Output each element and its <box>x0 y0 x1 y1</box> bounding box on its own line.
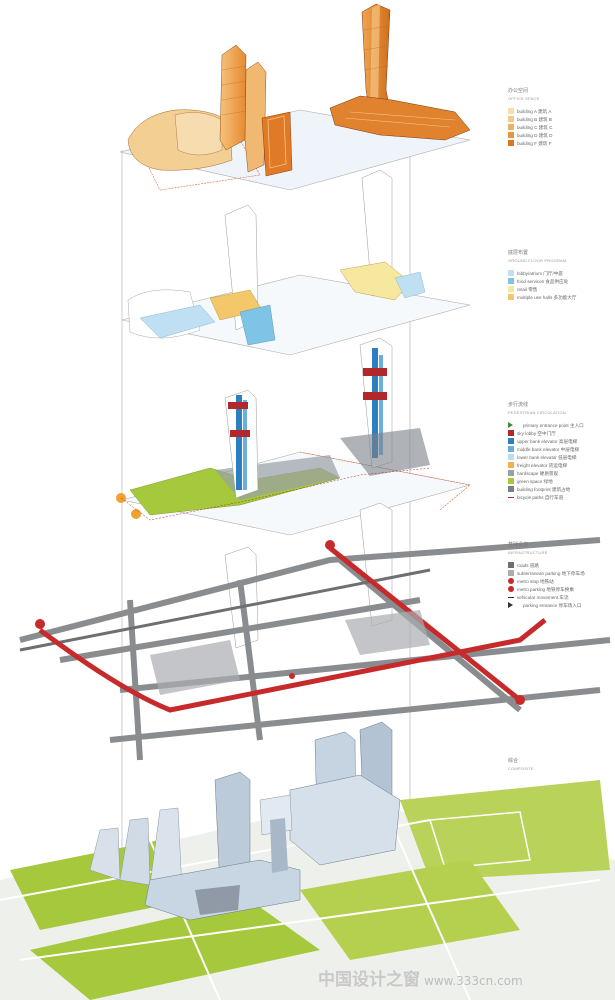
square-swatch-icon <box>508 562 514 568</box>
square-swatch-icon <box>508 124 514 130</box>
square-swatch-icon <box>508 470 514 476</box>
legend-subtitle: OFFICE SPACE <box>508 96 540 101</box>
legend-item-label: building F 建筑 F <box>517 140 552 146</box>
circle-swatch-icon <box>508 586 514 592</box>
square-swatch-icon <box>508 108 514 114</box>
legend-item-label: building C 建筑 C <box>517 124 553 130</box>
legend-office-space: 办公空间 OFFICE SPACE building A 建筑 A buildin… <box>508 88 612 147</box>
legend-item: hardscape 硬质景观 <box>508 469 612 477</box>
legend-pedestrian: 步行流线 PEDESTRIAN CIRCULATION primary entr… <box>508 402 612 501</box>
legend-item-label: hardscape 硬质景观 <box>517 470 559 476</box>
legend-item: building D 建筑 D <box>508 131 612 139</box>
legend-item: building C 建筑 C <box>508 123 612 131</box>
legend-item: retail 零售 <box>508 285 612 293</box>
legend-item-label: primary entrance point 主入口 <box>523 422 584 428</box>
legend-item: bicycle paths 自行车道 <box>508 493 612 501</box>
layer-composite <box>0 721 615 1000</box>
square-swatch-icon <box>508 278 514 284</box>
square-swatch-icon <box>508 438 514 444</box>
square-swatch-icon <box>508 430 514 436</box>
square-swatch-icon <box>508 462 514 468</box>
legend-item-label: building A 建筑 A <box>517 108 552 114</box>
legend-item-label: roads 道路 <box>517 562 539 568</box>
square-swatch-icon <box>508 446 514 452</box>
legend-item: subterranean parking 地下停车场 <box>508 569 612 577</box>
legend-subtitle: PEDESTRIAN CIRCULATION <box>508 410 566 415</box>
legend-infrastructure: 基础设施 INFRASTRUCTURE roads 道路 subterranean… <box>508 542 612 609</box>
legend-item-label: lower bank elevator 低层电梯 <box>517 454 577 460</box>
circle-swatch-icon <box>508 578 514 584</box>
legend-item: food services 食品供应处 <box>508 277 612 285</box>
square-swatch-icon <box>508 132 514 138</box>
legend-item: building B 建筑 B <box>508 115 612 123</box>
square-swatch-icon <box>508 270 514 276</box>
legend-item: upper bank elevator 高层电梯 <box>508 437 612 445</box>
legend-item-label: vehicular movement 车流 <box>517 594 569 600</box>
triangle-swatch-icon <box>508 602 519 608</box>
legend-item-label: multiple use halls 多功能大厅 <box>517 294 577 300</box>
arrow-swatch-icon <box>508 596 514 598</box>
square-swatch-icon <box>508 140 514 146</box>
legend-item-label: retail 零售 <box>517 286 538 292</box>
square-swatch-icon <box>508 478 514 484</box>
legend-item: building F 建筑 F <box>508 139 612 147</box>
layer-pedestrian <box>116 337 471 536</box>
legend-item-label: green space 绿地 <box>517 478 553 484</box>
legend-item-label: metro parking 地铁停车换乘 <box>517 586 574 592</box>
legend-item-label: subterranean parking 地下停车场 <box>517 570 585 576</box>
legend-ground-floor: 底层布置 GROUND FLOOR PROGRAM lobby/atrium 门… <box>508 250 612 301</box>
legend-subtitle: GROUND FLOOR PROGRAM <box>508 258 567 263</box>
legend-item: metro stop 地铁站 <box>508 577 612 585</box>
legend-item: middle bank elevator 中层电梯 <box>508 445 612 453</box>
legend-item: primary entrance point 主入口 <box>508 421 612 429</box>
square-swatch-icon <box>508 294 514 300</box>
layer-infrastructure <box>19 502 611 761</box>
legend-item: lower bank elevator 低层电梯 <box>508 453 612 461</box>
legend-subtitle: INFRASTRUCTURE <box>508 550 548 555</box>
legend-item: roads 道路 <box>508 561 612 569</box>
legend-item: vehicular movement 车流 <box>508 593 612 601</box>
legend-item: parking entrance 停车场入口 <box>508 601 612 609</box>
legend-item: freight elevator 货运电梯 <box>508 461 612 469</box>
legend-item-label: building D 建筑 D <box>517 132 553 138</box>
triangle-swatch-icon <box>508 422 519 428</box>
square-swatch-icon <box>508 486 514 492</box>
legend-item: building A 建筑 A <box>508 107 612 115</box>
watermark-url: www.333cn.com <box>424 974 523 988</box>
square-swatch-icon <box>508 570 514 576</box>
legend-item-label: sky lobby 空中门厅 <box>517 430 556 436</box>
legend-title: 办公空间 <box>508 88 529 94</box>
legend-item-label: parking entrance 停车场入口 <box>523 602 582 608</box>
legend-item-label: lobby/atrium 门厅/中庭 <box>517 270 563 276</box>
legend-item-label: bicycle paths 自行车道 <box>517 494 564 500</box>
legend-item-label: metro stop 地铁站 <box>517 578 554 584</box>
legend-item-label: food services 食品供应处 <box>517 278 569 284</box>
legend-item: multiple use halls 多功能大厅 <box>508 293 612 301</box>
legend-title: 底层布置 <box>508 250 529 256</box>
layer-office-space <box>119 3 471 191</box>
legend-item: metro parking 地铁停车换乘 <box>508 585 612 593</box>
layer-ground-floor <box>121 169 471 356</box>
legend-item: green space 绿地 <box>508 477 612 485</box>
watermark-text: 中国设计之窗 <box>318 970 420 990</box>
legend-item: sky lobby 空中门厅 <box>508 429 612 437</box>
dash-swatch-icon <box>508 496 514 498</box>
legend-title: 基础设施 <box>508 542 529 548</box>
legend-item-label: freight elevator 货运电梯 <box>517 462 568 468</box>
legend-title: 步行流线 <box>508 402 529 408</box>
square-swatch-icon <box>508 454 514 460</box>
legend-item: building footprint 建筑占地 <box>508 485 612 493</box>
legend-item-label: building footprint 建筑占地 <box>517 486 571 492</box>
legend-item-label: upper bank elevator 高层电梯 <box>517 438 578 444</box>
legend-composite: 综合 COMPOSITE <box>508 758 612 777</box>
legend-item: lobby/atrium 门厅/中庭 <box>508 269 612 277</box>
legend-item-label: building B 建筑 B <box>517 116 552 122</box>
square-swatch-icon <box>508 116 514 122</box>
square-swatch-icon <box>508 286 514 292</box>
legend-title: 综合 <box>508 758 519 764</box>
watermark: 中国设计之窗 www.333cn.com <box>318 965 523 990</box>
legend-item-label: middle bank elevator 中层电梯 <box>517 446 580 452</box>
legend-subtitle: COMPOSITE <box>508 766 534 771</box>
